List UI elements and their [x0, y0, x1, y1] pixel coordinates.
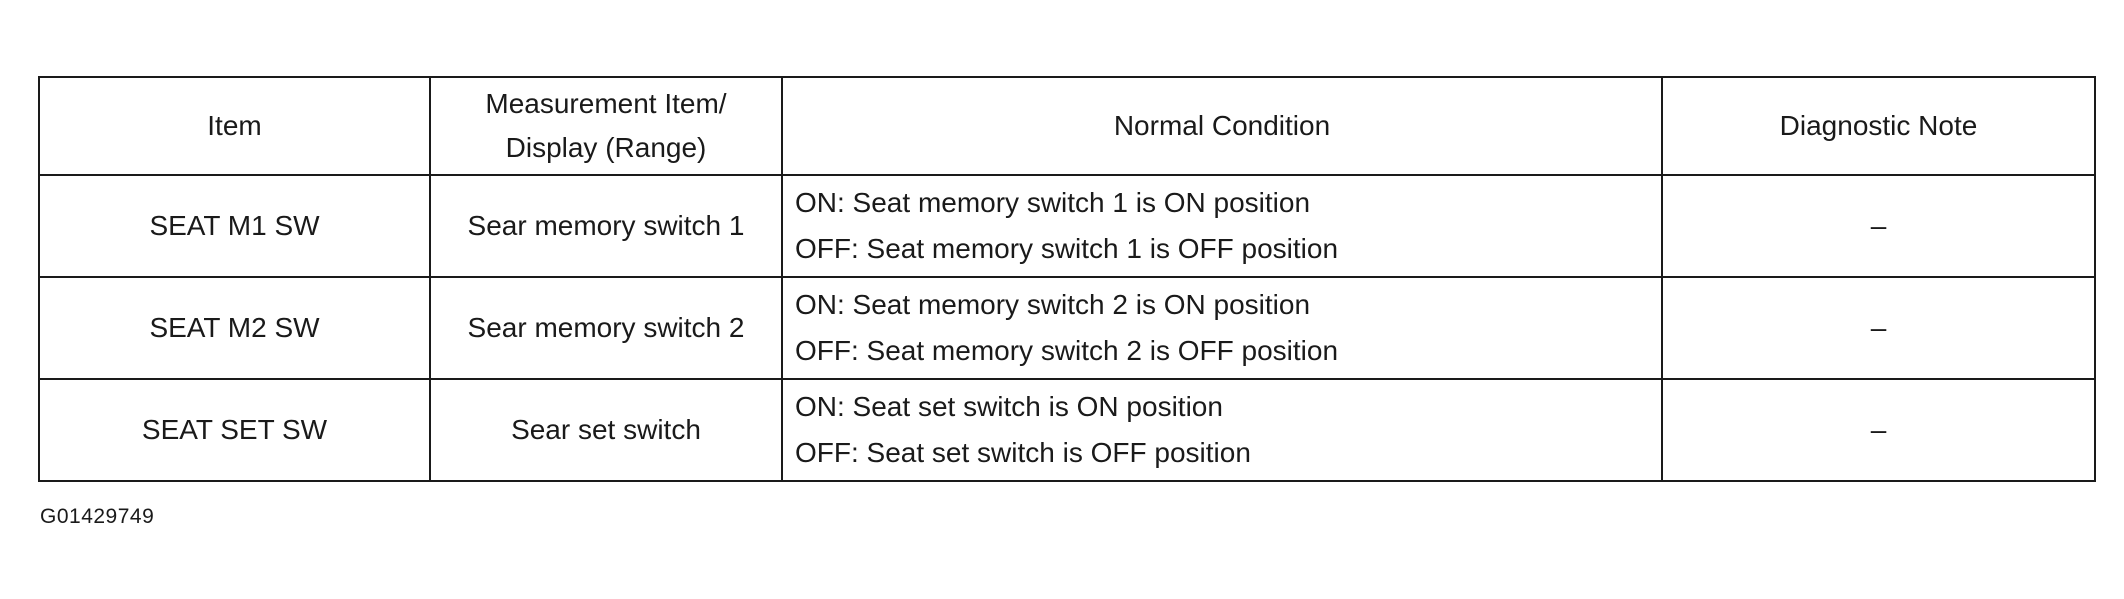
- condition-off: OFF: Seat set switch is OFF position: [795, 437, 1251, 468]
- condition-off: OFF: Seat memory switch 2 is OFF positio…: [795, 335, 1339, 366]
- header-measurement-line1: Measurement Item/: [485, 88, 727, 119]
- header-diagnostic-note-label: Diagnostic Note: [1779, 110, 1978, 141]
- header-normal-condition-label: Normal Condition: [1113, 110, 1331, 141]
- header-diagnostic-note: Diagnostic Note: [1661, 76, 2096, 176]
- table-header-row: Item Measurement Item/ Display (Range) N…: [38, 76, 2096, 176]
- cell-note: –: [1661, 378, 2096, 482]
- cell-item: SEAT M2 SW: [38, 276, 431, 380]
- cell-measurement: Sear memory switch 2: [429, 276, 783, 380]
- header-item: Item: [38, 76, 431, 176]
- cell-measurement: Sear set switch: [429, 378, 783, 482]
- cell-condition: ON: Seat memory switch 2 is ON position …: [781, 276, 1663, 380]
- cell-measurement: Sear memory switch 1: [429, 174, 783, 278]
- condition-on: ON: Seat memory switch 2 is ON position: [795, 289, 1311, 320]
- table-row: SEAT SET SW Sear set switch ON: Seat set…: [38, 378, 2096, 482]
- header-item-label: Item: [207, 110, 262, 141]
- condition-off: OFF: Seat memory switch 1 is OFF positio…: [795, 233, 1339, 264]
- cell-note: –: [1661, 174, 2096, 278]
- cell-item: SEAT M1 SW: [38, 174, 431, 278]
- cell-item: SEAT SET SW: [38, 378, 431, 482]
- table-row: SEAT M2 SW Sear memory switch 2 ON: Seat…: [38, 276, 2096, 380]
- condition-on: ON: Seat memory switch 1 is ON position: [795, 187, 1311, 218]
- table-row: SEAT M1 SW Sear memory switch 1 ON: Seat…: [38, 174, 2096, 278]
- condition-on: ON: Seat set switch is ON position: [795, 391, 1223, 422]
- cell-condition: ON: Seat set switch is ON position OFF: …: [781, 378, 1663, 482]
- header-measurement-line2: Display (Range): [505, 132, 707, 163]
- diagnostic-table: Item Measurement Item/ Display (Range) N…: [38, 76, 2096, 482]
- diagnostic-table-container: Item Measurement Item/ Display (Range) N…: [38, 76, 2096, 482]
- figure-id: G01429749: [40, 505, 155, 528]
- header-normal-condition: Normal Condition: [781, 76, 1663, 176]
- cell-condition: ON: Seat memory switch 1 is ON position …: [781, 174, 1663, 278]
- header-measurement: Measurement Item/ Display (Range): [429, 76, 783, 176]
- cell-note: –: [1661, 276, 2096, 380]
